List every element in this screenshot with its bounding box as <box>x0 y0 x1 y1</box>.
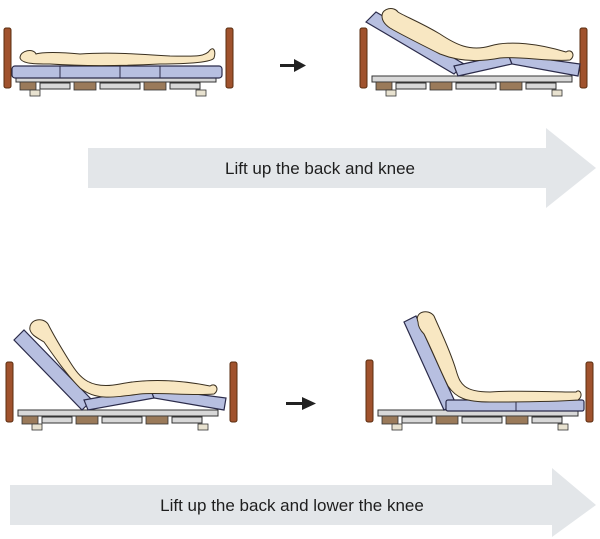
headboard <box>3 27 12 89</box>
headboard <box>365 359 374 423</box>
footboard <box>585 361 594 423</box>
bed-back-knee-raised-start <box>5 319 238 431</box>
patient-figure <box>19 48 216 66</box>
patient-figure <box>381 8 574 62</box>
bed-back-raised-knee-lowered <box>365 311 594 431</box>
mattress <box>11 65 223 79</box>
headboard <box>359 27 368 89</box>
bed-flat <box>3 27 234 97</box>
footboard <box>229 361 238 423</box>
patient-figure <box>29 319 218 398</box>
patient-figure <box>416 311 582 403</box>
right-arrow-icon <box>286 397 316 410</box>
footboard <box>225 27 234 89</box>
caption-top: Lift up the back and knee <box>225 159 415 178</box>
flow-arrow-bottom: Lift up the back and lower the knee <box>10 468 596 537</box>
caption-bottom: Lift up the back and lower the knee <box>160 496 424 515</box>
right-arrow-icon <box>280 59 306 72</box>
bed-back-knee-raised <box>359 8 588 97</box>
footboard <box>579 27 588 89</box>
headboard <box>5 361 14 423</box>
flow-arrow-top: Lift up the back and knee <box>88 128 596 208</box>
